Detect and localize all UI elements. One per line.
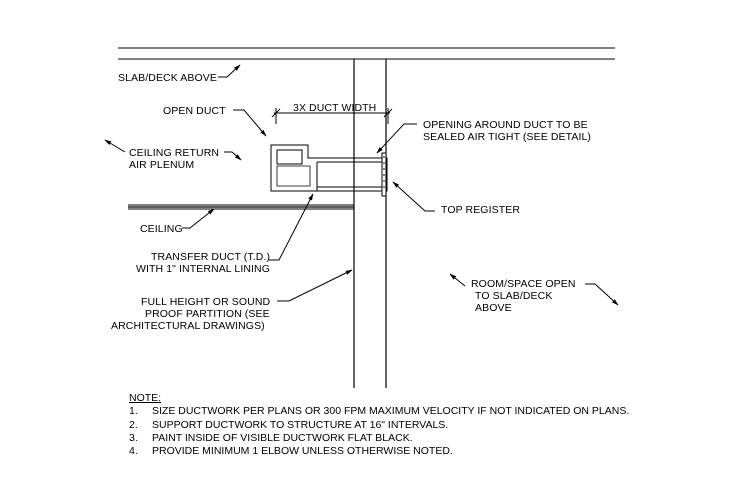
label-slab-deck: SLAB/DECK ABOVE [118,72,217,84]
note-text: SIZE DUCTWORK PER PLANS OR 300 FPM MAXIM… [152,405,630,418]
note-text: PAINT INSIDE OF VISIBLE DUCTWORK FLAT BL… [152,431,413,444]
label-partition-line3: ARCHITECTURAL DRAWINGS) [111,320,265,332]
label-transfer-duct-line2: WITH 1" INTERNAL LINING [136,263,270,275]
note-item: 4. PROVIDE MINIMUM 1 ELBOW UNLESS OTHERW… [129,445,629,458]
leader-lines [104,64,619,306]
note-number: 2. [129,418,138,431]
slab-deck [118,47,615,60]
dimension-duct-width [271,108,393,124]
note-number: 3. [129,431,138,444]
note-text: PROVIDE MINIMUM 1 ELBOW UNLESS OTHERWISE… [152,445,453,458]
note-number: 1. [129,405,138,418]
label-ceiling: CEILING [140,223,183,235]
note-item: 2. SUPPORT DUCTWORK TO STRUCTURE AT 16" … [129,419,629,432]
label-duct-width: 3X DUCT WIDTH [293,102,377,114]
note-item: 3. PAINT INSIDE OF VISIBLE DUCTWORK FLAT… [129,432,629,445]
note-text: SUPPORT DUCTWORK TO STRUCTURE AT 16" INT… [152,418,449,431]
label-opening-line1: OPENING AROUND DUCT TO BE [423,119,588,131]
note-item: 1. SIZE DUCTWORK PER PLANS OR 300 FPM MA… [129,405,629,418]
label-partition-line1: FULL HEIGHT OR SOUND [141,296,271,308]
notes-block: NOTE: 1. SIZE DUCTWORK PER PLANS OR 300 … [129,392,629,458]
label-opening-line2: SEALED AIR TIGHT (SEE DETAIL) [423,131,592,143]
ceiling-line [128,204,354,210]
label-ceiling-return-line1: CEILING RETURN [129,147,220,159]
label-top-register: TOP REGISTER [441,204,520,216]
label-transfer-duct-line1: TRANSFER DUCT (T.D.) [151,251,271,263]
transfer-duct [270,144,388,192]
label-ceiling-return-line2: AIR PLENUM [129,159,195,171]
label-room-line3: ABOVE [475,302,512,314]
label-open-duct: OPEN DUCT [163,105,226,117]
notes-title: NOTE: [129,392,162,404]
label-room-line1: ROOM/SPACE OPEN [471,278,576,290]
partition-wall [353,59,387,388]
top-register [381,152,387,197]
label-room-line2: TO SLAB/DECK [475,290,553,302]
note-number: 4. [129,445,138,458]
label-partition-line2: PROOF PARTITION (SEE [145,308,270,320]
